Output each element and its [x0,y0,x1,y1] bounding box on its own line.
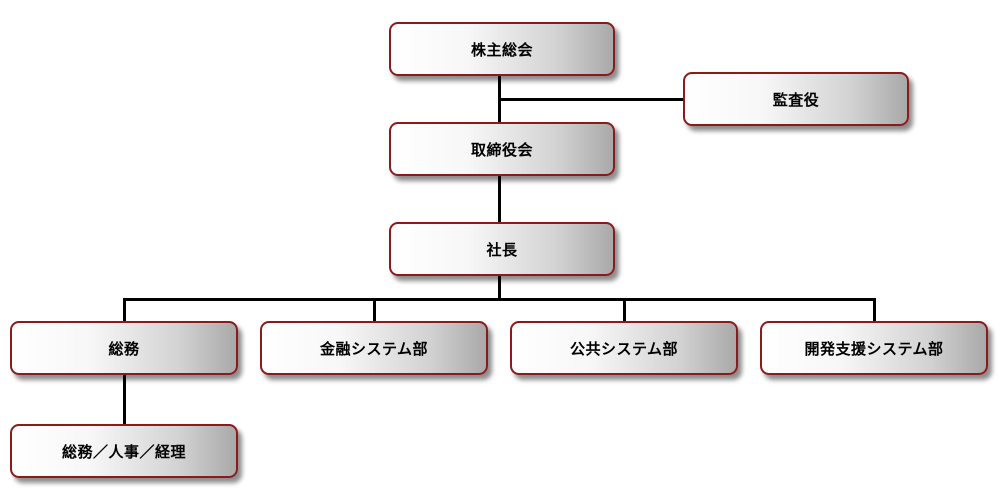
department-label: 公共システム部 [569,339,679,358]
auditor-box: 監査役 [683,72,909,126]
connector-line [123,374,126,426]
department-box-development-support: 開発支援システム部 [760,321,988,375]
connector-line [498,274,501,299]
connector-line [373,298,376,323]
president-box: 社長 [389,222,615,276]
connector-line [873,298,876,323]
connector-line [498,176,501,224]
department-label: 総務 [108,339,140,358]
general-affairs-sub-box: 総務／人事／経理 [10,424,238,478]
shareholders-meeting-label: 株主総会 [470,40,533,59]
connector-line [498,98,685,101]
department-label: 金融システム部 [319,339,429,358]
board-of-directors-label: 取締役会 [470,140,533,159]
general-affairs-sub-label: 総務／人事／経理 [61,442,186,461]
auditor-label: 監査役 [772,90,820,109]
president-label: 社長 [486,240,518,259]
board-of-directors-box: 取締役会 [389,122,615,176]
department-box-public-systems: 公共システム部 [510,321,738,375]
department-label: 開発支援システム部 [804,339,944,358]
shareholders-meeting-box: 株主総会 [389,22,615,76]
department-box-financial-systems: 金融システム部 [260,321,488,375]
connector-line [623,298,626,323]
department-box-general-affairs: 総務 [10,321,238,375]
connector-line [123,298,876,301]
connector-line [123,298,126,323]
